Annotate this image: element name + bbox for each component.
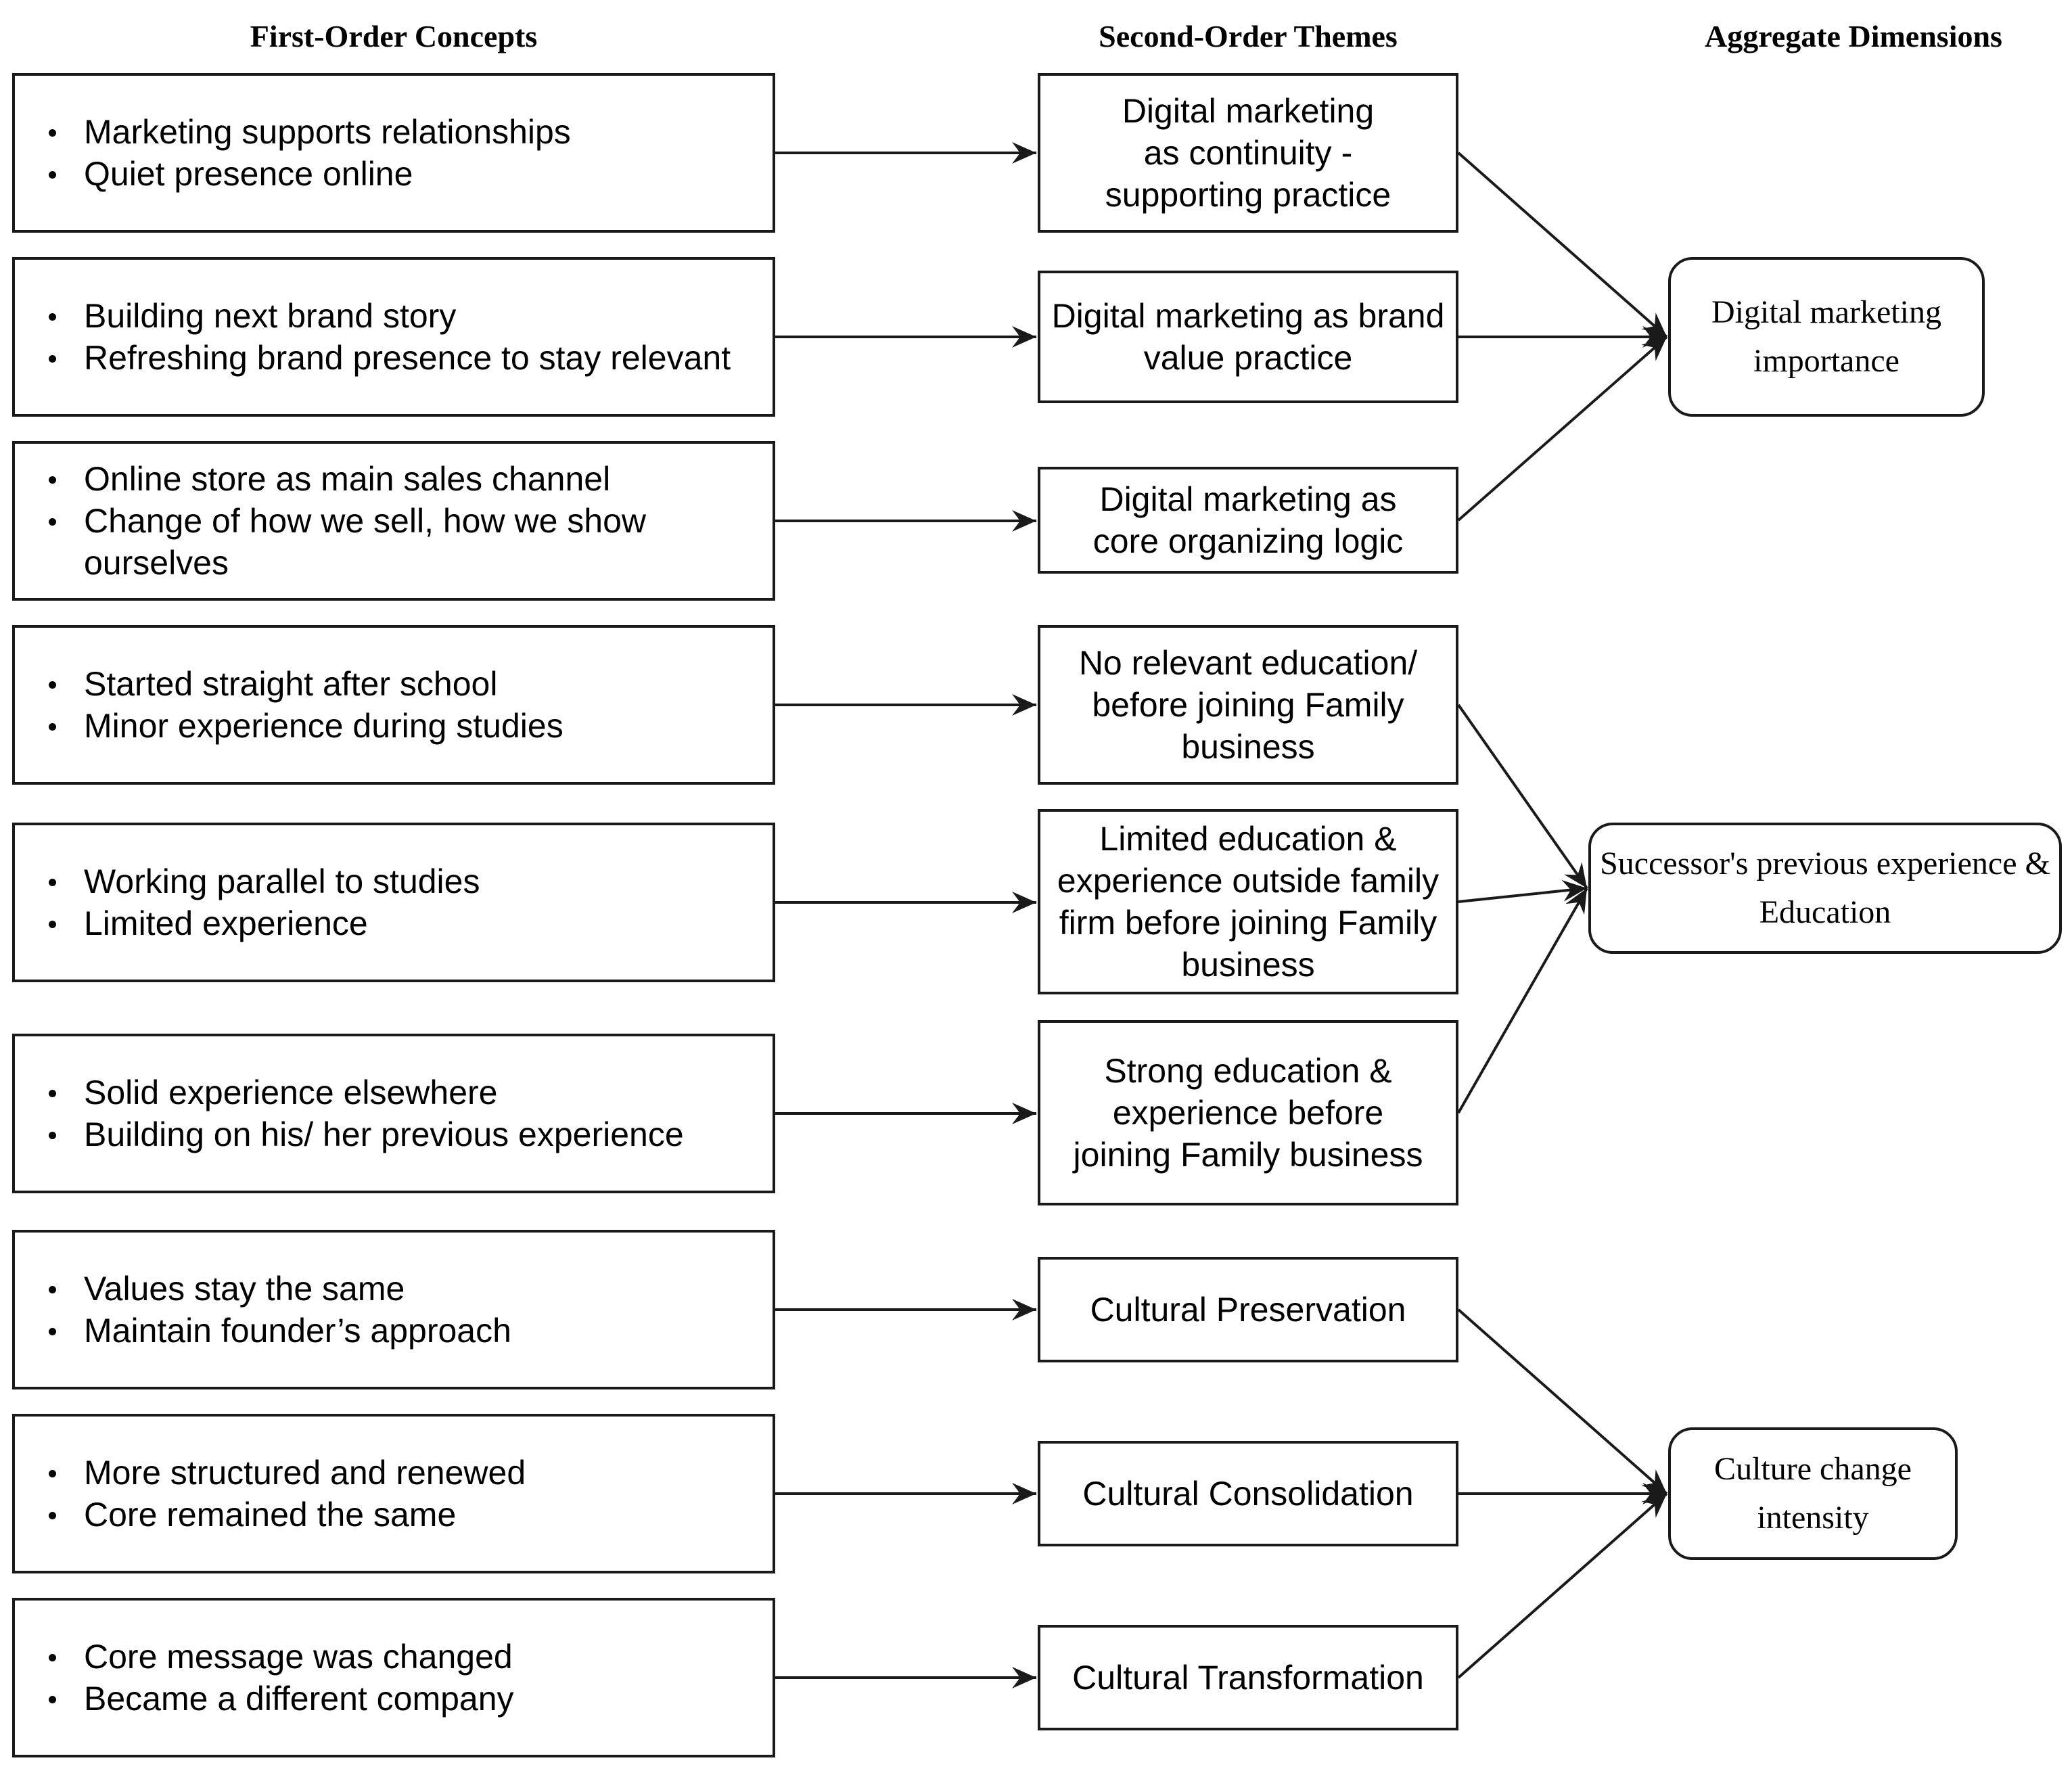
concept-item: Building next brand story <box>48 295 731 337</box>
theme-box-1: Digital marketing as continuity - suppor… <box>1038 73 1458 233</box>
concept-item: Became a different company <box>49 1678 514 1720</box>
concept-item: Values stay the same <box>49 1268 511 1310</box>
theme-dimension-arrow-3 <box>1457 336 1668 522</box>
theme-dimension-arrow-5 <box>1458 879 1588 903</box>
concept-item: Online store as main sales channel <box>49 458 720 500</box>
theme-box-7: Cultural Preservation <box>1038 1257 1458 1362</box>
concept-item: Change of how we sell, how we show ourse… <box>49 500 720 584</box>
concept-item: Minor experience during studies <box>49 705 563 747</box>
concept-item: Working parallel to studies <box>48 860 480 902</box>
concept-item: Maintain founder’s approach <box>49 1310 511 1352</box>
theme-box-2: Digital marketing as brand value practic… <box>1038 271 1458 403</box>
header-first-order: First-Order Concepts <box>250 18 538 53</box>
dimension-box-3: Culture change intensity <box>1668 1427 1958 1560</box>
header-aggregate: Aggregate Dimensions <box>1705 18 2002 53</box>
concept-item: Limited experience <box>48 902 480 944</box>
theme-box-6: Strong education & experience before joi… <box>1038 1020 1458 1205</box>
theme-box-4: No relevant education/ before joining Fa… <box>1038 625 1458 785</box>
concept-item: Core remained the same <box>48 1494 526 1536</box>
theme-box-8: Cultural Consolidation <box>1038 1441 1458 1546</box>
concept-item: Core message was changed <box>49 1636 514 1678</box>
theme-box-5: Limited education & experience outside f… <box>1038 809 1458 994</box>
concept-item: More structured and renewed <box>48 1452 526 1494</box>
concept-item: Quiet presence online <box>49 153 571 195</box>
theme-dimension-arrow-7 <box>1457 1308 1668 1495</box>
concept-item: Marketing supports relationships <box>49 111 571 153</box>
header-second-order: Second-Order Themes <box>1099 18 1398 53</box>
concept-item: Started straight after school <box>49 663 563 705</box>
theme-dimension-arrow-6 <box>1457 888 1588 1113</box>
theme-box-9: Cultural Transformation <box>1038 1625 1458 1730</box>
theme-dimension-arrow-4 <box>1457 704 1588 890</box>
theme-dimension-arrow-9 <box>1457 1492 1668 1679</box>
dimension-box-1: Digital marketing importance <box>1668 257 1985 417</box>
concept-item: Solid experience elsewhere <box>49 1072 684 1113</box>
dimension-box-2: Successor's previous experience & Educat… <box>1588 823 2062 954</box>
concept-item: Refreshing brand presence to stay releva… <box>48 337 731 379</box>
concept-item: Building on his/ her previous experience <box>49 1113 684 1155</box>
theme-dimension-arrow-1 <box>1457 152 1668 338</box>
theme-box-3: Digital marketing as core organizing log… <box>1038 467 1458 574</box>
